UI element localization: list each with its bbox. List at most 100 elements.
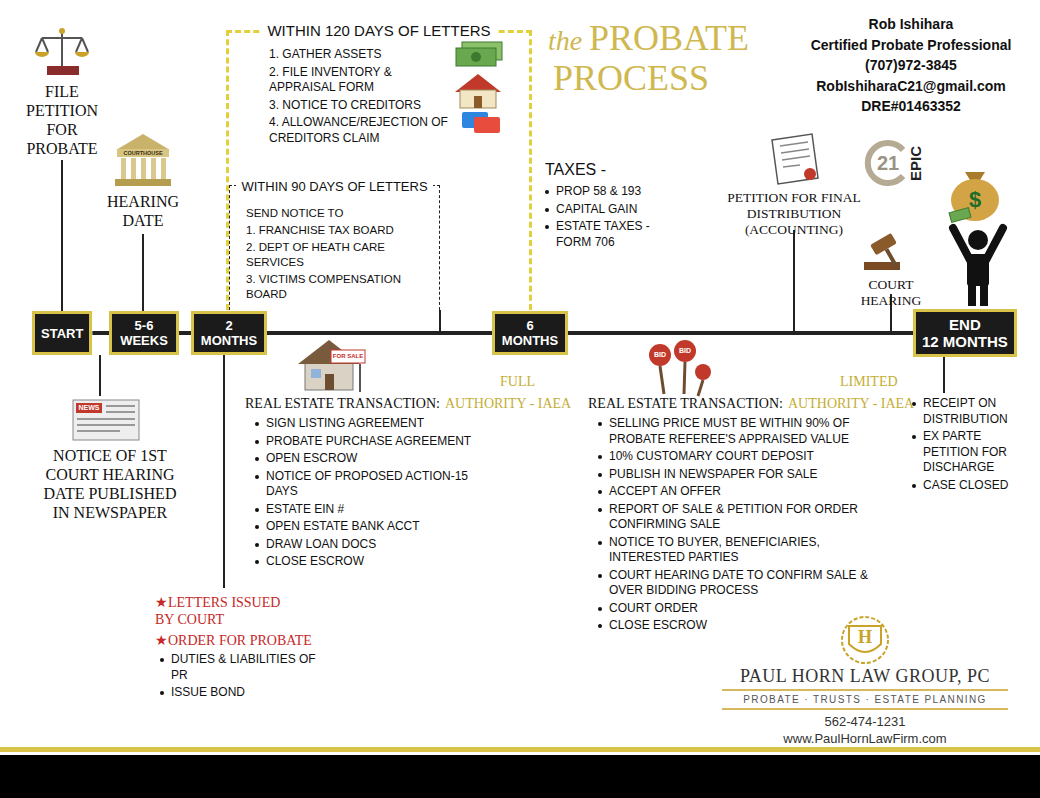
text-label: LIMITED	[840, 373, 898, 390]
list-row: OPEN ESCROW	[255, 451, 483, 467]
list-item: DUTIES & LIABILITIES OF PR	[171, 652, 330, 683]
list-item: COURT ORDER	[609, 601, 698, 617]
timeline-line	[92, 331, 109, 335]
text-label: ★ORDER FOR PROBATE	[155, 632, 325, 649]
text-label: BID	[650, 351, 670, 359]
list-item: 3. VICTIMS COMPENSATION BOARD	[246, 272, 436, 302]
bracket-heading-wrap: WITHIN 120 DAYS OF LETTERS	[229, 21, 529, 40]
list-row: COURT ORDER	[598, 601, 880, 617]
bullet-dot	[160, 691, 164, 695]
list-row: RobIshiharaC21@gmail.com	[786, 76, 1036, 97]
list-row: CLOSE ESCROW	[598, 618, 880, 634]
contact-line: (707)972-3845	[865, 55, 957, 76]
list-item: 3. NOTICE TO CREDITORS	[269, 98, 421, 114]
text-label: AUTHORITY - IAEA	[445, 395, 571, 412]
contact-line: DRE#01463352	[861, 96, 961, 117]
list-item: PUBLISH IN NEWSPAPER FOR SALE	[609, 467, 818, 483]
list-row: 2. DEPT OF HEATH CARE SERVICES	[246, 240, 436, 270]
text-label: COURTHOUSE	[117, 150, 169, 156]
bracket-heading: WITHIN 90 DAYS OF LETTERS	[236, 179, 432, 195]
timeline-label: 2 MONTHS	[200, 318, 258, 348]
list-item: PROP 58 & 193	[556, 184, 641, 200]
list-row: 4. ALLOWANCE/REJECTION OF CREDITORS CLAI…	[269, 115, 451, 146]
bullet-list: PROP 58 & 193CAPITAL GAINESTATE TAXES - …	[545, 184, 665, 252]
text-label: HEARING DATE	[96, 192, 190, 230]
list-row: 3. VICTIMS COMPENSATION BOARD	[246, 272, 436, 302]
bullet-dot	[255, 440, 259, 444]
text-label: PROBATE · TRUSTS · ESTATE PLANNING	[710, 693, 1020, 706]
text-label: PETITION FOR FINAL DISTRIBUTION (ACCOUNT…	[704, 190, 884, 238]
bracket-heading-wrap: WITHIN 90 DAYS OF LETTERS	[230, 177, 439, 195]
bullet-dot	[598, 473, 602, 477]
text-label: BID	[675, 347, 695, 355]
text-label: FOR SALE	[332, 353, 364, 360]
text-label: REAL ESTATE TRANSACTION:	[588, 395, 783, 412]
list-row: ESTATE EIN #	[255, 502, 483, 518]
text-label: the	[548, 26, 582, 56]
list-row: CLOSE ESCROW	[255, 554, 483, 570]
timeline-label: END	[949, 316, 981, 333]
list-row: 3. NOTICE TO CREDITORS	[269, 98, 451, 114]
list-item: 4. ALLOWANCE/REJECTION OF CREDITORS CLAI…	[269, 115, 451, 146]
list-item: REPORT OF SALE & PETITION FOR ORDER CONF…	[609, 502, 880, 533]
list-item: NOTICE TO BUYER, BENEFICIARIES, INTEREST…	[609, 535, 880, 566]
list-row: 1. FRANCHISE TAX BOARD	[246, 223, 436, 238]
bullet-dot	[598, 624, 602, 628]
timeline-line	[179, 331, 191, 335]
bullet-dot	[160, 658, 164, 662]
text-label: FILE PETITION FOR PROBATE	[14, 82, 110, 158]
list-row: SIGN LISTING AGREEMENT	[255, 416, 483, 432]
list-item: CAPITAL GAIN	[556, 202, 637, 218]
text-label: 562-474-1231	[710, 713, 1020, 730]
bullet-dot	[598, 490, 602, 494]
bullet-dot	[255, 422, 259, 426]
bullet-dot	[598, 508, 602, 512]
timeline-box: 2 MONTHS	[191, 311, 267, 355]
bracket-heading: WITHIN 120 DAYS OF LETTERS	[262, 21, 495, 40]
bullet-dot	[598, 422, 602, 426]
list-item: 10% CUSTOMARY COURT DEPOSIT	[609, 449, 814, 465]
timeline-label: 5-6 WEEKS	[118, 318, 170, 348]
bullet-dot	[255, 525, 259, 529]
bullet-list: DUTIES & LIABILITIES OF PR ISSUE BOND	[160, 652, 330, 703]
list-item: ISSUE BOND	[171, 685, 245, 701]
list-row: CAPITAL GAIN	[545, 202, 665, 218]
list-row: EX PARTE PETITION FOR DISCHARGE	[912, 429, 1030, 476]
list-item: OPEN ESTATE BANK ACCT	[266, 519, 420, 535]
list-item: CASE CLOSED	[923, 478, 1008, 494]
list-row: NOTICE TO BUYER, BENEFICIARIES, INTEREST…	[598, 535, 880, 566]
list-item: 1. FRANCHISE TAX BOARD	[246, 223, 394, 238]
list-row: NOTICE OF PROPOSED ACTION-15 DAYS	[255, 469, 483, 500]
list-item: SEND NOTICE TO	[246, 206, 343, 221]
list-row: RECEIPT ON DISTRIBUTION	[912, 396, 1030, 427]
list-row: CASE CLOSED	[912, 478, 1030, 494]
text-label: AUTHORITY - IAEA	[788, 395, 914, 412]
contact-line: Certified Probate Professional	[811, 35, 1012, 56]
bullet-dot	[255, 475, 259, 479]
diagram-title: PROBATE PROCESS	[553, 18, 783, 98]
list-row: ACCEPT AN OFFER	[598, 484, 880, 500]
contact-line: RobIshiharaC21@gmail.com	[816, 76, 1005, 97]
bullet-list: SELLING PRICE MUST BE WITHIN 90% OF PROB…	[598, 416, 880, 636]
bullet-dot	[545, 190, 549, 194]
timeline-line	[568, 331, 913, 335]
list-item: SIGN LISTING AGREEMENT	[266, 416, 424, 432]
text-label: H	[850, 627, 880, 647]
timeline-label: 12 MONTHS	[922, 333, 1008, 350]
list-item: OPEN ESCROW	[266, 451, 357, 467]
bullet-list: SIGN LISTING AGREEMENTPROBATE PURCHASE A…	[255, 416, 483, 572]
text-label: PAUL HORN LAW GROUP, PC	[710, 665, 1020, 687]
timeline-label: START	[41, 326, 83, 341]
list-item: CLOSE ESCROW	[266, 554, 364, 570]
bracket-list: 1. GATHER ASSETS2. FILE INVENTORY & APPR…	[269, 47, 451, 148]
bullet-dot	[598, 541, 602, 545]
text-label: NEWS	[76, 404, 102, 412]
bullet-dot	[598, 455, 602, 459]
list-item: ESTATE TAXES - FORM 706	[556, 219, 665, 250]
dashed-period-bracket: WITHIN 120 DAYS OF LETTERS1. GATHER ASSE…	[226, 30, 532, 310]
bullet-dot	[912, 435, 916, 439]
dashed-notice-bracket: WITHIN 90 DAYS OF LETTERSSEND NOTICE TO1…	[229, 185, 440, 310]
timeline-label: 6 MONTHS	[501, 318, 559, 348]
text-label: ★LETTERS ISSUED BY COURT	[155, 594, 285, 628]
